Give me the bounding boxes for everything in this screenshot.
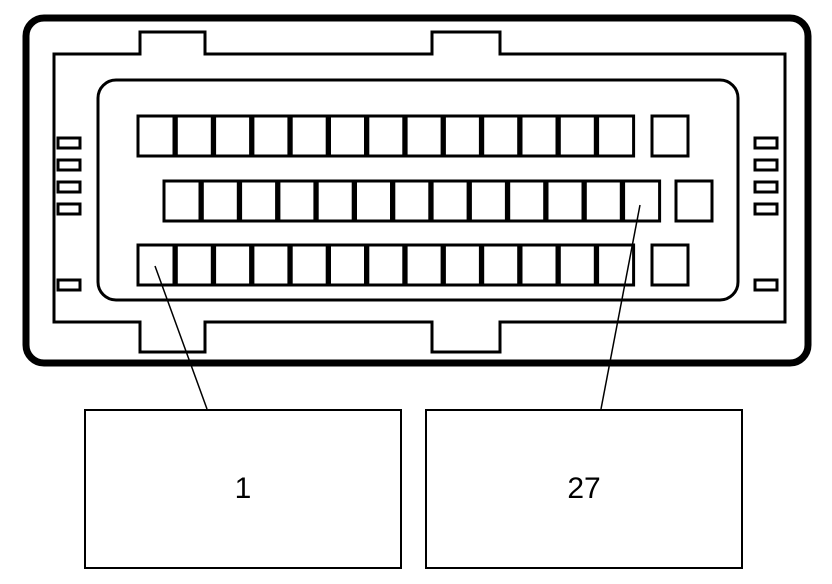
left-latch-slots [56,136,82,292]
pin-cavity-top-2 [174,114,214,158]
pin-cavity-bottom-3 [213,243,253,287]
pin-cavity-top-13 [596,114,636,158]
callout-box-pin-1: 1 [84,409,402,569]
pin-cavity-bottom-2 [174,243,214,287]
pin-cavity-bottom-10 [481,243,521,287]
callout-label-pin-1: 1 [234,472,252,505]
pin-cavity-top-5 [289,114,329,158]
pin-cavity-top-11 [519,114,559,158]
callout-box-pin-27: 27 [425,409,743,569]
pin-cavity-bottom-6 [328,243,367,287]
pin-grid [136,114,714,287]
pin-cavity-middle-extra [674,179,714,223]
pin-cavity-middle-5 [315,179,355,223]
pin-cavity-middle-4 [277,179,317,223]
pin-cavity-middle-1 [162,179,202,223]
pin-cavity-middle-10 [507,179,547,223]
pin-cavity-bottom-7 [366,243,406,287]
pin-cavity-top-8 [404,114,444,158]
pin-cavity-middle-11 [545,179,585,223]
pin-cavity-bottom-13 [596,243,636,287]
pin-cavity-top-10 [481,114,521,158]
pin-cavity-bottom-11 [519,243,559,287]
pin-cavity-middle-2 [200,179,240,223]
leader-line-pin-1 [154,265,208,410]
pin-cavity-middle-3 [239,179,279,223]
pin-cavity-top-3 [213,114,253,158]
pin-cavity-bottom-5 [289,243,329,287]
pin-cavity-top-6 [328,114,367,158]
pin-cavity-bottom-4 [251,243,291,287]
pin-cavity-middle-9 [468,179,508,223]
pin-cavity-bottom-12 [557,243,597,287]
pin-cavity-bottom-extra [650,243,690,287]
pin-cavity-top-extra [650,114,690,158]
right-latch-slots [753,136,779,292]
pin-cavity-middle-8 [430,179,470,223]
pin-cavity-middle-12 [583,179,623,223]
pin-cavity-top-1 [136,114,176,158]
pin-cavity-top-7 [366,114,406,158]
callout-label-pin-27: 27 [567,472,601,505]
pin-cavity-top-12 [557,114,597,158]
pin-cavity-bottom-8 [404,243,444,287]
pin-cavity-bottom-9 [442,243,482,287]
pin-cavity-middle-7 [392,179,432,223]
pin-cavity-top-9 [442,114,482,158]
pin-cavity-middle-13 [622,179,662,223]
pin-cavity-middle-6 [354,179,393,223]
pin-cavity-top-4 [251,114,291,158]
pin-cavity-bottom-1 [136,243,176,287]
leader-line-pin-27 [600,204,641,410]
